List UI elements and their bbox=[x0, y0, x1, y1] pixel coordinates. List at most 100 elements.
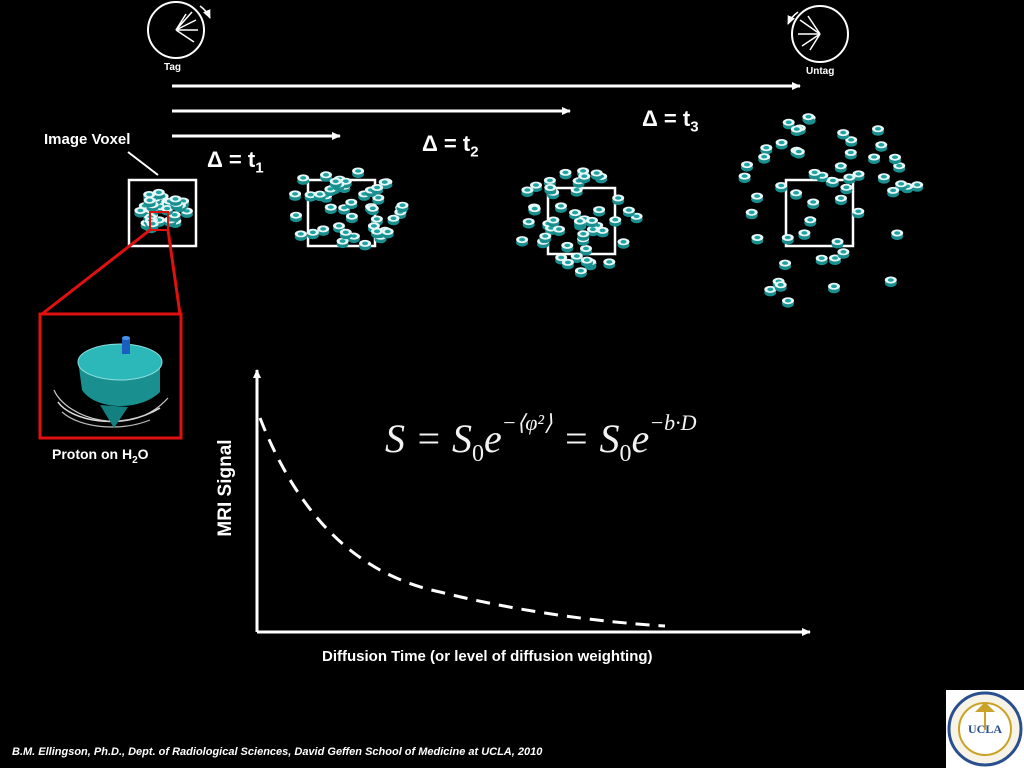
proton-dot bbox=[877, 173, 890, 184]
proton-dot bbox=[580, 256, 593, 268]
proton-clusters bbox=[134, 113, 924, 308]
proton-dot bbox=[396, 201, 409, 213]
compass-tag-icon bbox=[147, 1, 211, 59]
proton-dot bbox=[522, 218, 535, 229]
proton-dot bbox=[808, 168, 821, 180]
untag-label: Untag bbox=[806, 66, 835, 77]
proton-dot bbox=[804, 216, 817, 227]
proton-dot bbox=[802, 113, 815, 124]
proton-dot bbox=[891, 229, 904, 240]
proton-dot bbox=[835, 194, 847, 206]
proton-dot bbox=[561, 258, 574, 270]
proton-dot bbox=[339, 228, 352, 240]
proton-dot bbox=[528, 205, 541, 216]
credit-text: B.M. Ellingson, Ph.D., Dept. of Radiolog… bbox=[12, 746, 543, 758]
proton-dot bbox=[387, 214, 400, 226]
proton-dot bbox=[593, 206, 606, 217]
proton-dot bbox=[612, 194, 625, 205]
proton-dot bbox=[617, 238, 630, 249]
voxel-boxes bbox=[127, 178, 855, 256]
proton-dot bbox=[779, 259, 792, 271]
proton-dot bbox=[790, 125, 803, 137]
proton-dot bbox=[574, 267, 587, 278]
proton-dot bbox=[371, 227, 383, 239]
proton-dot bbox=[775, 139, 788, 150]
proton-dot bbox=[889, 153, 901, 165]
proton-dot bbox=[573, 217, 586, 229]
proton-dot bbox=[745, 208, 758, 220]
proton-dot bbox=[828, 282, 840, 294]
x-axis-label: Diffusion Time (or level of diffusion we… bbox=[322, 648, 653, 665]
proton-dot bbox=[741, 161, 753, 172]
proton-dot bbox=[840, 183, 853, 195]
proton-dot bbox=[580, 245, 592, 256]
ucla-seal-icon bbox=[946, 690, 1024, 768]
zoom-highlight bbox=[38, 211, 183, 440]
proton-dot bbox=[559, 168, 572, 180]
proton-dot bbox=[352, 167, 365, 178]
proton-dot bbox=[872, 125, 884, 136]
proton-dot bbox=[570, 186, 583, 197]
proton-dot bbox=[544, 184, 557, 195]
proton-dot bbox=[547, 216, 560, 227]
proton-dot bbox=[539, 232, 552, 244]
proton-dot bbox=[297, 174, 310, 185]
proton-dot bbox=[381, 228, 394, 239]
proton-dot bbox=[555, 202, 567, 213]
proton-dot bbox=[317, 225, 330, 236]
y-axis-label: MRI Signal bbox=[215, 439, 236, 537]
proton-dot bbox=[578, 172, 591, 184]
spinning-top-icon bbox=[53, 336, 169, 428]
proton-dot bbox=[586, 216, 598, 228]
proton-dot bbox=[807, 198, 820, 209]
proton-dot bbox=[143, 196, 156, 208]
proton-dot bbox=[837, 248, 850, 259]
proton-dot bbox=[366, 204, 379, 216]
proton-dot bbox=[760, 144, 773, 155]
proton-dot bbox=[790, 189, 803, 200]
proton-dot bbox=[887, 186, 900, 198]
proton-dot bbox=[868, 153, 881, 164]
proton-dot bbox=[294, 230, 307, 241]
proton-dot bbox=[826, 177, 839, 188]
proton-dot bbox=[324, 203, 337, 215]
proton-dot bbox=[596, 226, 609, 238]
proton-dot bbox=[289, 190, 302, 201]
proton-dot bbox=[134, 207, 147, 218]
voxel-pointer-line bbox=[127, 151, 159, 176]
signal-axes bbox=[253, 369, 811, 636]
proton-dot bbox=[884, 276, 897, 287]
proton-dot bbox=[603, 258, 616, 269]
signal-decay-curve bbox=[258, 417, 666, 628]
proton-dot bbox=[834, 162, 847, 173]
proton-dot bbox=[345, 212, 358, 224]
proton-dot bbox=[590, 169, 603, 180]
proton-dot bbox=[844, 149, 857, 160]
proton-dot bbox=[609, 216, 622, 227]
proton-dot bbox=[774, 281, 787, 292]
proton-dot bbox=[798, 229, 811, 240]
delta-t2-label: Δ = t2 bbox=[422, 131, 479, 161]
proton-dot bbox=[553, 225, 565, 237]
proton-dot bbox=[521, 186, 534, 197]
proton-dot bbox=[371, 184, 384, 195]
compass-untag-icon bbox=[787, 5, 849, 63]
proton-dot bbox=[751, 234, 764, 245]
proton-dot bbox=[313, 190, 326, 202]
proton-dot bbox=[622, 206, 635, 218]
proton-dot bbox=[359, 239, 372, 251]
proton-dot bbox=[577, 230, 590, 241]
proton-dot bbox=[561, 241, 574, 253]
proton-dot bbox=[751, 192, 764, 204]
time-arrows bbox=[172, 82, 801, 140]
proton-dot bbox=[843, 173, 856, 185]
proton-dot bbox=[516, 236, 529, 247]
proton-dot bbox=[831, 238, 844, 249]
tag-label: Tag bbox=[164, 62, 182, 73]
proton-dot bbox=[782, 297, 794, 308]
delta-t3-label: Δ = t3 bbox=[642, 106, 699, 136]
image-voxel-label: Image Voxel bbox=[44, 131, 131, 148]
proton-dot bbox=[837, 129, 850, 140]
proton-label: Proton on H2O bbox=[52, 446, 149, 466]
